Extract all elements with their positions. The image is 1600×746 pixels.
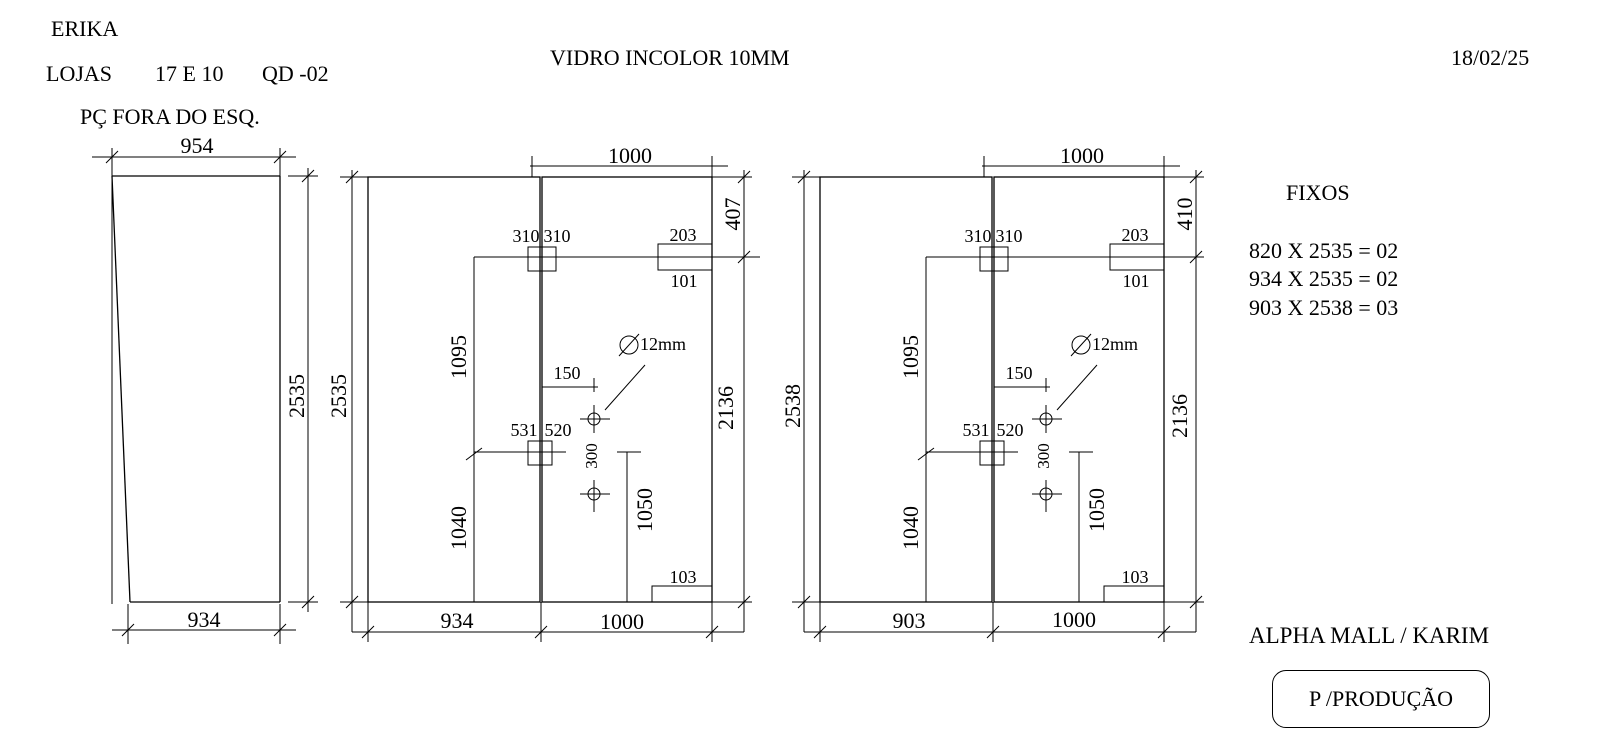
mid-lock-bottom: 101: [671, 271, 698, 291]
mid-upper-height: 1095: [446, 335, 471, 379]
mid-overall-height: 2535: [326, 374, 351, 418]
right-hinge-top-left: 310: [965, 226, 992, 246]
fixos-item-1: 820 X 2535 = 02: [1249, 238, 1399, 263]
fixos-title: FIXOS: [1286, 180, 1350, 205]
right-top-right-height: 410: [1172, 198, 1197, 231]
mid-hinge-bot-right: 520: [545, 420, 572, 440]
panel-middle: 2535 1000 407 2136 310 310 203 101 1095 …: [326, 143, 760, 642]
mid-hole-dia: 12mm: [640, 334, 686, 354]
right-door-height: 2136: [1167, 394, 1192, 438]
fixos-item-3: 903 X 2538 = 03: [1249, 295, 1399, 320]
mid-hinge-top-left: 310: [513, 226, 540, 246]
left-bottom-width: 934: [188, 607, 221, 632]
project-name: ALPHA MALL / KARIM: [1249, 623, 1490, 648]
right-upper-height: 1095: [898, 335, 923, 379]
mid-handle-height: 1050: [632, 488, 657, 532]
mid-hinge-top-right: 310: [544, 226, 571, 246]
left-top-width: 954: [181, 133, 214, 158]
production-stamp-label: P /PRODUÇÃO: [1308, 686, 1454, 711]
right-door-bottom-width: 1000: [1052, 607, 1096, 632]
panel-left: 954 934 2535: [92, 133, 318, 644]
lojas-label: LOJAS: [46, 61, 113, 86]
mid-handle-offset: 150: [554, 363, 581, 383]
qd-label: QD -02: [262, 61, 329, 86]
right-bottom-notch: 103: [1122, 567, 1149, 587]
right-lower-height: 1040: [898, 506, 923, 550]
mid-hole-spacing: 300: [582, 443, 601, 469]
panel-right: 2538 1000 410 2136 310 310 203 101 1095 …: [780, 143, 1204, 642]
mid-lower-height: 1040: [446, 506, 471, 550]
left-height: 2535: [284, 374, 309, 418]
right-hinge-top-right: 310: [996, 226, 1023, 246]
mid-lock-top: 203: [670, 225, 697, 245]
right-hole-spacing: 300: [1034, 443, 1053, 469]
mid-door-bottom-width: 1000: [600, 609, 644, 634]
mid-door-width: 1000: [608, 143, 652, 168]
mid-top-right-height: 407: [720, 198, 745, 231]
glass-spec: VIDRO INCOLOR 10MM: [550, 45, 790, 70]
right-hole-dia: 12mm: [1092, 334, 1138, 354]
mid-fixed-width: 934: [441, 608, 474, 633]
lojas-numbers: 17 E 10: [155, 61, 224, 86]
right-hinge-bot-left: 531: [963, 420, 990, 440]
right-door-width: 1000: [1060, 143, 1104, 168]
fixos-item-2: 934 X 2535 = 02: [1249, 266, 1399, 291]
client-name: ERIKA: [51, 16, 119, 41]
right-lock-top: 203: [1122, 225, 1149, 245]
drawing-date: 18/02/25: [1451, 45, 1530, 70]
piece-note: PÇ FORA DO ESQ.: [80, 104, 260, 129]
right-handle-height: 1050: [1084, 488, 1109, 532]
production-stamp: P /PRODUÇÃO: [1272, 670, 1490, 728]
right-handle-offset: 150: [1006, 363, 1033, 383]
mid-bottom-notch: 103: [670, 567, 697, 587]
right-hinge-bot-right: 520: [997, 420, 1024, 440]
right-fixed-width: 903: [893, 608, 926, 633]
right-lock-bottom: 101: [1123, 271, 1150, 291]
mid-hinge-bot-left: 531: [511, 420, 538, 440]
right-overall-height: 2538: [780, 384, 805, 428]
mid-door-height: 2136: [713, 386, 738, 430]
